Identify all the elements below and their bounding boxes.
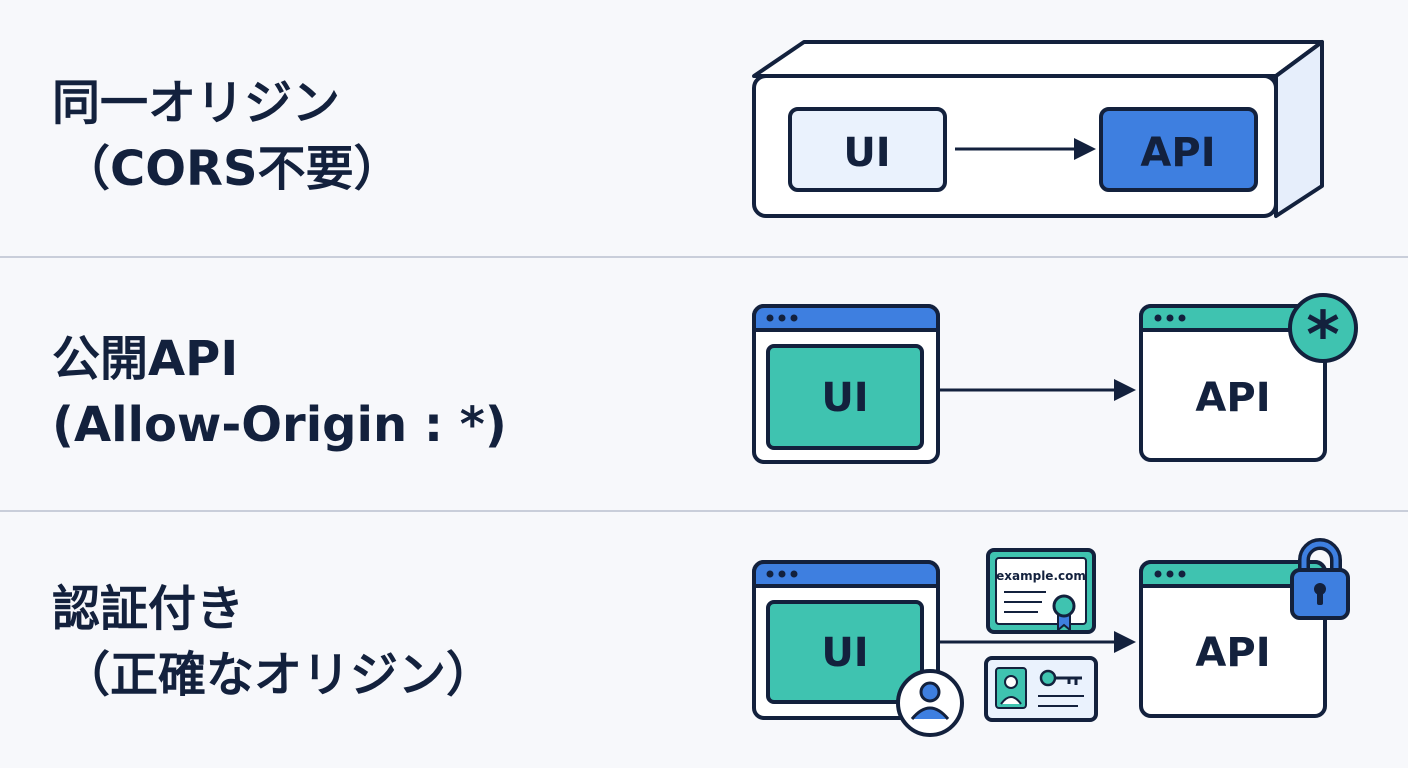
divider	[0, 256, 1408, 258]
api-label: API	[1195, 630, 1270, 676]
ui-label: UI	[821, 375, 868, 421]
id-card-key-icon	[984, 656, 1098, 722]
padlock-icon	[1290, 538, 1350, 620]
title-line-2: (Allow-Origin : *)	[52, 397, 507, 453]
section-authenticated: 認証付き （正確なオリジン） UI	[0, 512, 1408, 768]
api-box: API	[1099, 107, 1258, 192]
section-title-same-origin: 同一オリジン （CORS不要）	[52, 70, 402, 202]
ui-label: UI	[821, 630, 868, 676]
asterisk-icon: *	[1306, 299, 1339, 373]
api-window: API	[1139, 560, 1327, 718]
title-line-1: 公開API	[52, 331, 239, 387]
same-origin-illustration: UI API	[752, 40, 1324, 218]
title-line-1: 認証付き	[52, 581, 245, 637]
ui-browser-window: UI	[752, 304, 940, 464]
ui-box: UI	[788, 107, 947, 192]
wildcard-badge: *	[1288, 293, 1358, 373]
authenticated-illustration: UI example.com	[752, 538, 1350, 737]
section-title-authenticated: 認証付き （正確なオリジン）	[52, 576, 494, 708]
section-public-api: 公開API (Allow-Origin : *) UI	[0, 258, 1408, 510]
title-line-2: （CORS不要）	[62, 141, 402, 197]
arrow-ui-to-api	[940, 379, 1136, 401]
ui-label: UI	[843, 130, 890, 176]
arrow-ui-to-api	[940, 631, 1136, 653]
certificate-icon: example.com	[986, 548, 1096, 634]
section-title-public-api: 公開API (Allow-Origin : *)	[52, 326, 507, 458]
title-line-2: （正確なオリジン）	[62, 647, 495, 703]
api-label: API	[1140, 130, 1215, 176]
ui-browser-window: UI	[752, 560, 940, 720]
certificate-domain: example.com	[996, 569, 1086, 583]
public-api-illustration: UI API *	[752, 293, 1358, 464]
api-label: API	[1195, 375, 1270, 421]
divider	[0, 510, 1408, 512]
title-line-1: 同一オリジン	[52, 75, 341, 131]
arrow-ui-to-api	[955, 138, 1096, 160]
section-same-origin: 同一オリジン （CORS不要） UI API	[0, 0, 1408, 256]
user-avatar-icon	[896, 669, 964, 737]
